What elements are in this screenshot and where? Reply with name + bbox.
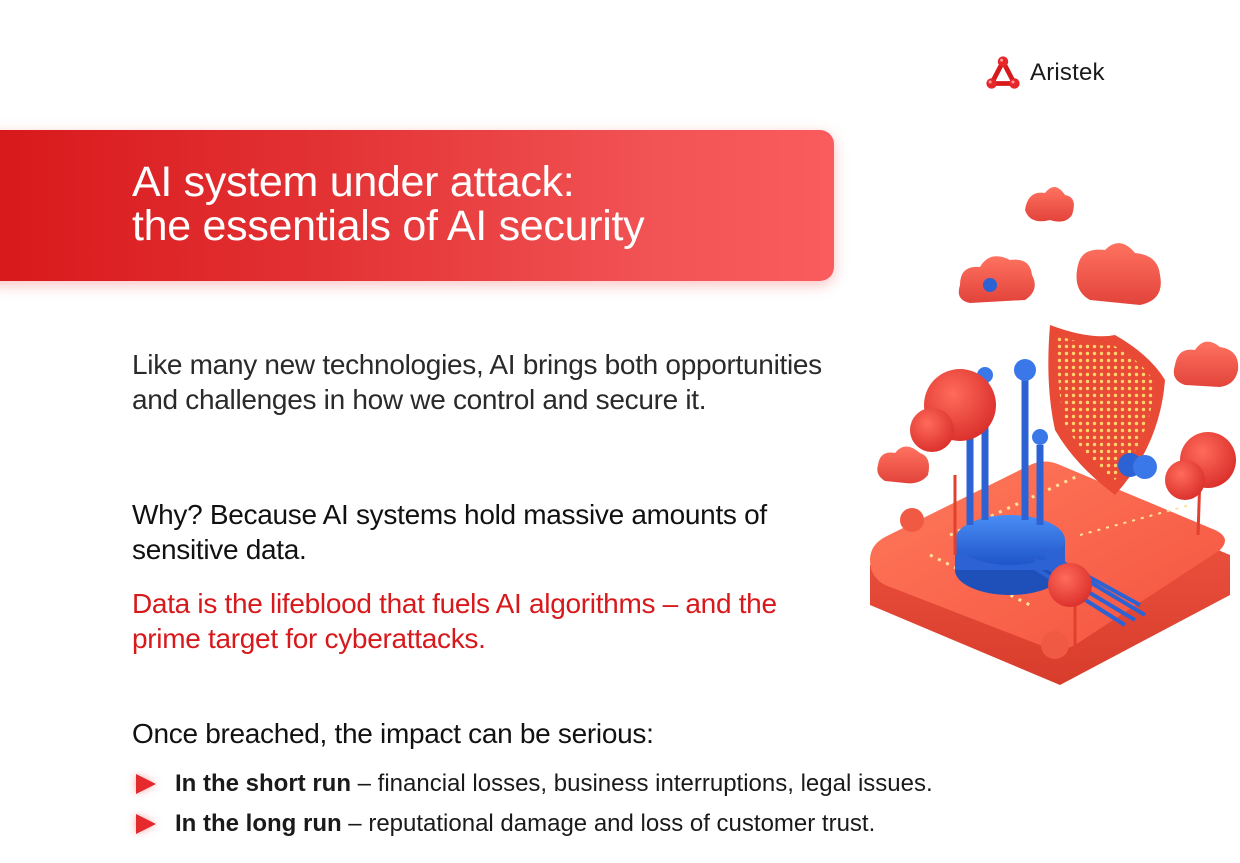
bullet-text: In the short run – financial losses, bus… — [175, 770, 933, 798]
ai-security-illustration — [870, 186, 1239, 685]
highlight-paragraph: Data is the lifeblood that fuels AI algo… — [132, 588, 777, 654]
triangle-nodes-icon — [986, 56, 1020, 89]
page-title: AI system under attack: the essentials o… — [132, 158, 645, 250]
impact-intro: Once breached, the impact can be serious… — [132, 718, 654, 749]
bullet-description: – reputational damage and loss of custom… — [341, 810, 876, 837]
clouds — [877, 186, 1239, 484]
why-paragraph: Why? Because AI systems hold massive amo… — [132, 499, 767, 565]
title-line-1: AI system under attack: — [132, 158, 575, 206]
bullet-term: In the long run — [175, 810, 342, 837]
brand-logo: Aristek — [984, 54, 1105, 92]
brand-name: Aristek — [1030, 59, 1105, 86]
title-banner: AI system under attack: the essentials o… — [0, 130, 834, 281]
shield — [1048, 325, 1165, 495]
impact-list: In the short run – financial losses, bus… — [136, 764, 933, 844]
triangle-bullet-icon — [136, 774, 156, 794]
intro-paragraph: Like many new technologies, AI brings bo… — [132, 349, 822, 415]
bullet-text: In the long run – reputational damage an… — [175, 810, 875, 838]
triangle-bullet-icon — [136, 814, 156, 834]
trees — [900, 369, 1236, 659]
bullet-description: – financial losses, business interruptio… — [351, 770, 933, 797]
list-item: In the long run – reputational damage an… — [136, 804, 933, 844]
title-line-2: the essentials of AI security — [132, 202, 645, 250]
list-item: In the short run – financial losses, bus… — [136, 764, 933, 804]
bullet-term: In the short run — [175, 770, 351, 797]
